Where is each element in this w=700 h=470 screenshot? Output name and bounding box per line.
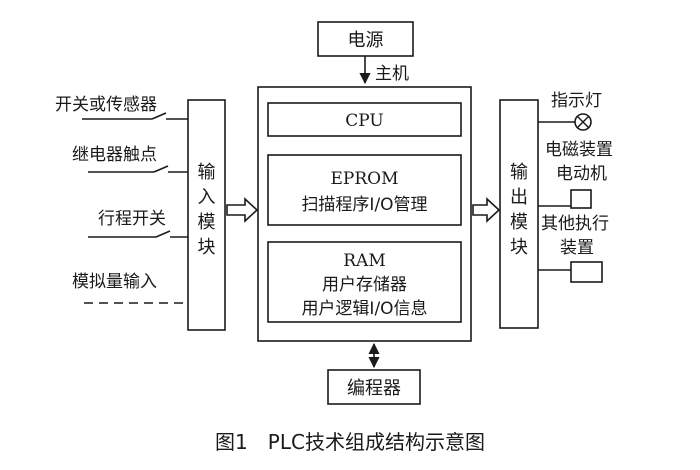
input-module: 输 入 模 块 bbox=[187, 99, 226, 331]
input-module-char-3: 模 bbox=[198, 212, 216, 233]
input-switch-sensor: 开关或传感器 bbox=[55, 95, 188, 120]
other-actuators-line2: 装置 bbox=[560, 238, 594, 258]
power-supply-block: 电源 bbox=[317, 21, 414, 57]
input-label-relay-contact: 继电器触点 bbox=[72, 145, 157, 165]
programmer-label: 编程器 bbox=[347, 378, 401, 399]
eprom-subtitle: 扫描程序I/O管理 bbox=[301, 195, 427, 215]
ram-title: RAM bbox=[343, 251, 385, 271]
ram-block: RAM 用户存储器 用户逻辑I/O信息 bbox=[267, 241, 462, 323]
eprom-block: EPROM 扫描程序I/O管理 bbox=[267, 154, 462, 226]
output-module-char-4: 块 bbox=[510, 237, 528, 258]
programmer-block: 编程器 bbox=[327, 369, 421, 405]
output-module-char-3: 模 bbox=[510, 212, 528, 233]
input-label-limit-switch: 行程开关 bbox=[98, 209, 166, 229]
output-module-char-1: 输 bbox=[510, 162, 528, 183]
figure-caption: 图1 PLC技术组成结构示意图 bbox=[215, 430, 485, 454]
input-limit-switch: 行程开关 bbox=[88, 209, 188, 238]
input-module-char-4: 块 bbox=[198, 237, 216, 258]
solenoid-label-line1: 电磁装置 bbox=[545, 140, 613, 160]
output-module-char-2: 出 bbox=[510, 187, 528, 208]
cpu-block: CPU bbox=[267, 102, 462, 137]
input-module-char-1: 输 bbox=[198, 162, 216, 183]
input-module-char-2: 入 bbox=[198, 187, 216, 208]
output-indicator-lamp: 指示灯 bbox=[538, 91, 602, 131]
input-relay-contact: 继电器触点 bbox=[72, 145, 188, 173]
input-label-analog: 模拟量输入 bbox=[72, 272, 157, 292]
lamp-icon bbox=[574, 113, 592, 131]
power-supply-label: 电源 bbox=[348, 30, 384, 51]
eprom-title: EPROM bbox=[331, 169, 399, 189]
host-label: 主机 bbox=[375, 64, 409, 84]
solenoid-label-line2: 电动机 bbox=[556, 164, 607, 184]
input-to-host-arrow bbox=[226, 197, 259, 223]
ram-line1: 用户存储器 bbox=[322, 275, 407, 295]
host-to-output-arrow bbox=[472, 197, 501, 223]
output-other-actuators: 其他执行 装置 bbox=[538, 214, 609, 283]
solenoid-coil-icon bbox=[570, 189, 592, 209]
input-analog: 模拟量输入 bbox=[72, 272, 186, 304]
actuator-icon bbox=[570, 261, 603, 283]
output-solenoid-motor: 电磁装置 电动机 bbox=[538, 140, 613, 209]
ram-line2: 用户逻辑I/O信息 bbox=[301, 299, 427, 319]
host-unit: CPU EPROM 扫描程序I/O管理 RAM 用户存储器 用户逻辑I/O信息 bbox=[257, 86, 472, 342]
other-actuators-line1: 其他执行 bbox=[541, 214, 609, 234]
indicator-lamp-label: 指示灯 bbox=[551, 91, 602, 111]
output-module: 输 出 模 块 bbox=[499, 99, 539, 329]
input-label-switch-sensor: 开关或传感器 bbox=[55, 95, 157, 115]
cpu-label: CPU bbox=[345, 111, 383, 131]
